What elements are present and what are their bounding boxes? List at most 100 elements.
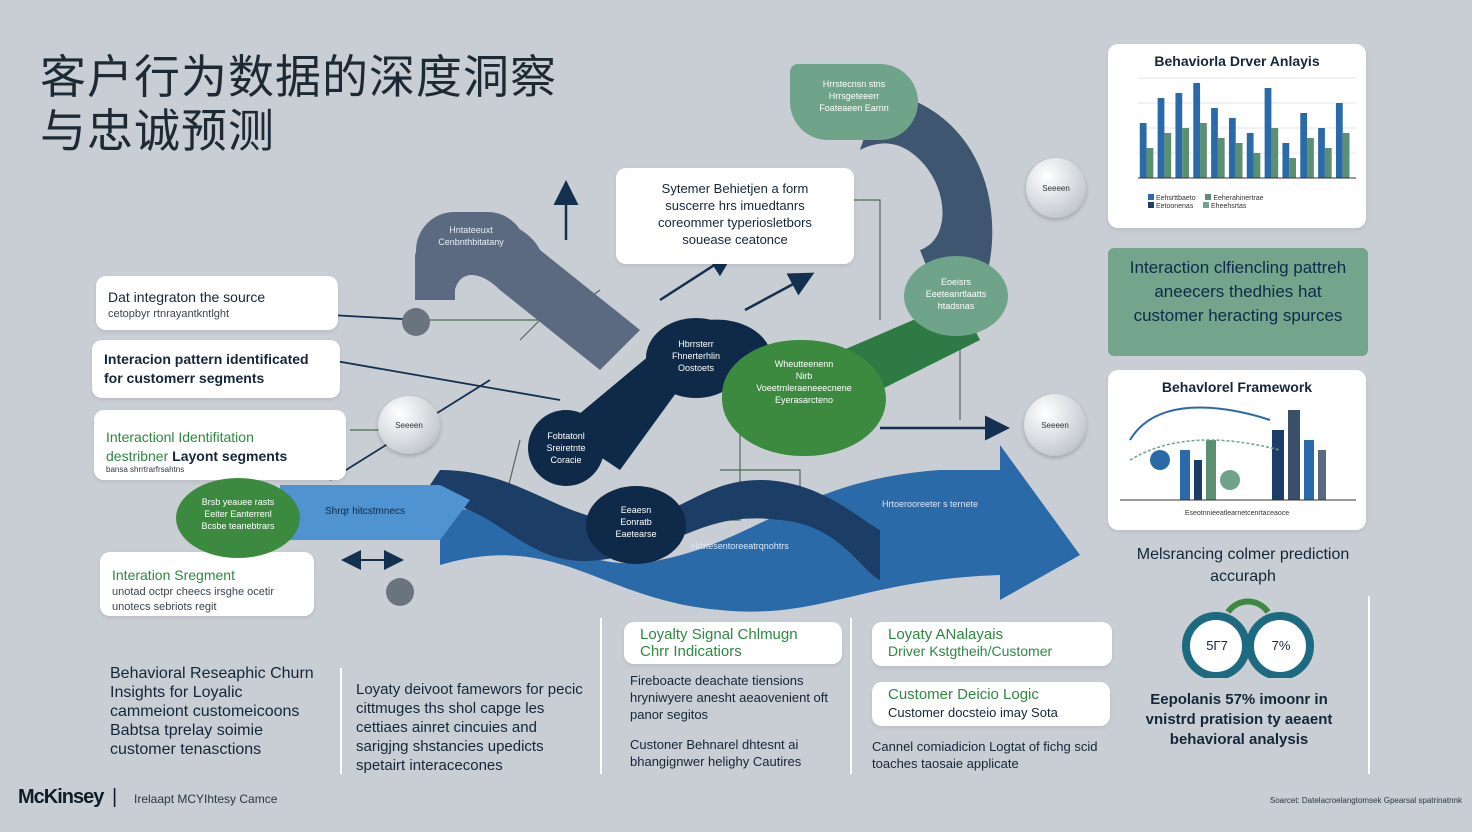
card-title: Interacion pattern identificated [104,351,309,367]
legend-item: Eeherahinertrae [1213,195,1264,202]
interaction-insight-box: Interaction clfiencling pattreh aneecers… [1108,248,1368,356]
card-subtitle: cetopbyr rtnrayantkntlght [108,308,230,320]
navy-bubble-low: Eeaesn Eonratb Eaetearse [586,486,686,564]
framework-title: Behavlorel Framework [1161,379,1313,395]
center-card-line-2: suscerre hrs imuedtanrs [665,198,805,213]
legend-swatch [1203,202,1210,208]
behavior-driver-chart-card: Behaviorla Drver Anlayis Eehsrttbaeto Ee… [1108,44,1366,228]
slate-bubble: Hntateeuxt Cenbnthbitatany [416,212,526,260]
bottom-divider-1 [340,668,342,774]
bottom-divider-4 [1368,596,1370,774]
bar-1-5 [1211,108,1218,178]
behavioral-framework-card: Behavlorel Framework Eseotnnieeatlearnet… [1108,370,1366,530]
sage-bubble-right: Eoeisrs Eeeteanrtlaatts htadsnas [904,256,1008,336]
card-title-2: destribner [106,448,169,464]
navy-bubble-mid-text: Hbrrsterr Fhnerterhlin Oostoets [671,339,721,373]
left-card-interaction-identification: Interactionl Identifitation destribner L… [94,410,346,480]
bar-2-2 [1164,133,1172,178]
sphere-bullet-1: Seeeen [1026,158,1086,218]
title-line-2: 与忠诚预测 [40,104,275,158]
bottom-col-3-text-2: Custoner Behnarel dhtesnt ai bhangignwer… [630,737,802,769]
footer-source: Soarcet: Datelacroelangtomsek Gpearsal s… [1269,796,1462,805]
loyalty-analysis-title: Loyaty ANalayais [888,626,1004,643]
blue-band-label-2: Hrbtesentoreeatrqnohtrs [691,541,789,551]
bar-2-12 [1342,133,1350,178]
slate-bubble-text: Hntateeuxt Cenbnthbitatany [438,225,504,247]
bar-2-6 [1235,143,1243,178]
green-bubble-center-text: Wheutteenenn Nirb Voeetrnleraeneeecnene … [756,359,852,405]
sage-bubble-top: Hrrstecnsn stns Hrrsgeteeerr Foateaeen E… [790,64,918,140]
card-subtitle-1: unotad octpr cheecs irsghe ocetir [112,586,275,598]
light-blue-band [280,485,470,540]
legend-item: Eetoonenas [1155,203,1194,210]
legend-item: Eehsrttbaeto [1155,195,1196,202]
navy-curve-band [860,90,993,303]
prediction-metric-title: Melsrancing colmer prediction accuraph [1136,546,1350,585]
title-line-1: 客户行为数据的深度洞察 [40,50,557,104]
left-card-interaction-segment: Interation Sregment unotad octpr cheecs … [100,552,314,616]
card-title: Interation Sregment [112,567,235,583]
loyalty-signal-text: Loyalty Signal Chlmugn Chrr Indicatiors [640,626,798,660]
left-card-interaction-pattern: Interacion pattern identificated for cus… [92,340,340,398]
bar-1-7 [1246,133,1254,178]
loyalty-signal-box: Loyalty Signal Chlmugn Chrr Indicatiors [624,622,842,664]
bar-1-2 [1157,98,1165,178]
blue-arrow-band [440,445,1080,612]
loyalty-analysis-box: Loyaty ANalayais Driver Kstgtheih/Custom… [872,622,1112,666]
footer-divider: | [112,786,118,808]
center-card-system-behavior: Sytemer Behietjen a form suscerre hrs im… [616,168,854,264]
bar-2-8 [1271,128,1279,178]
card-title: Interactionl Identifitation [106,429,254,445]
center-card-line-4: souease ceatonce [682,232,788,247]
donut-left-value: 5Γ7 [1206,638,1228,653]
bar-2-5 [1217,138,1225,178]
bar-1-4 [1193,83,1201,178]
navy-bubble-low-text: Eeaesn Eonratb Eaetearse [615,505,657,539]
customer-decision-subtitle: Customer docsteio imay Sota [888,705,1058,720]
loyalty-analysis-subtitle: Driver Kstgtheih/Customer [888,643,1053,659]
card-title-2: for customerr segments [104,370,265,386]
sphere-bullet-3: Seeeen [378,396,440,454]
chart-title: Behaviorla Drver Anlayis [1154,53,1320,69]
sphere-bullet-2: Seeeen [1024,394,1086,456]
customer-decision-title: Customer Deicio Logic [888,686,1039,703]
card-subtitle-2: unotecs sebriots regit [112,601,217,613]
center-card-line-1: Sytemer Behietjen a form [661,181,809,196]
bottom-col-loyalty-frameworks: Loyaty deivoot famewors for pecic cittmu… [356,681,583,774]
bar-1-11 [1318,128,1325,178]
framework-illustration [1120,406,1356,501]
bar-2-10 [1307,138,1314,178]
bar-2-3 [1182,128,1190,178]
donut-pair [1182,598,1314,678]
navy-bubble-small: Fobtatonl Sreiretnte Coracie [528,410,604,486]
card-title-3: Layont segments [172,448,288,464]
bar-2-4 [1200,123,1207,178]
bar-chart [1138,77,1356,179]
connector-dot-1 [402,308,430,336]
green-bubble-left: Brsb yeauee rasts Eeiter Eanterrenl Bcsb… [176,478,300,558]
bar-2-11 [1324,148,1332,178]
light-blue-band-label: Shrqr hitcstmnecs [324,506,406,517]
bottom-col-behavioral-research: Behavioral Reseaphic Churn Insights for … [110,665,314,758]
legend-swatch [1205,194,1212,200]
bar-1-3 [1175,93,1183,178]
bar-1-1 [1139,123,1147,178]
legend-swatch [1148,202,1154,208]
bottom-col-4-text: Cannel comiadicion Logtat of fichg scid … [872,739,1098,771]
prediction-explanation: Eepolanis 57% imoonr in vnistrd pratisio… [1145,691,1333,748]
sage-bubble-text: Hrrstecnsn stns Hrrsgeteeerr Foateaeen E… [819,79,889,113]
bottom-col-3-text-1: Fireboacte deachate tiensions hryniwyere… [630,673,829,722]
legend-item: Eheehsrtas [1211,203,1247,210]
customer-decision-box: Customer Deicio Logic Customer docsteio … [872,682,1110,726]
footer-tagline: Irelaapt MCYIhtesy Camce [134,792,278,806]
green-bubble-left-text: Brsb yeauee rasts Eeiter Eanterrenl Bcsb… [201,497,275,531]
navy-bubble-small-text: Fobtatonl Sreiretnte Coracie [546,431,586,465]
bar-2-9 [1289,158,1297,178]
connector-dot-2 [386,578,414,606]
page-title: 客户行为数据的深度洞察 与忠诚预测 [40,50,557,158]
chart-legend: Eehsrttbaeto Eeherahinertrae Eetoonenas … [1148,194,1348,210]
bar-1-6 [1228,118,1236,178]
center-card-line-3: coreommer typeriosletbors [658,215,812,230]
sage-bubble-right-text: Eoeisrs Eeeteanrtlaatts htadsnas [925,277,987,311]
brand-logo: McKinsey [18,786,104,808]
